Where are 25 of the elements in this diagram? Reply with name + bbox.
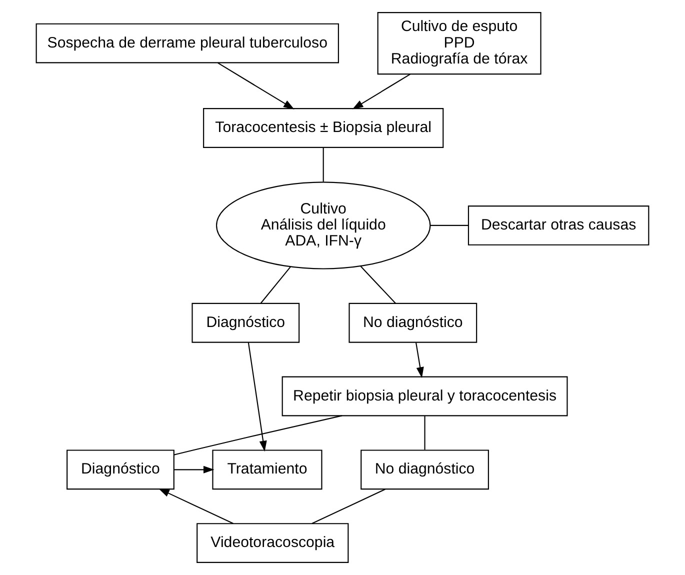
node-ellipse: Cultivo Análisis del líquido ADA, IFN-γ [216, 182, 431, 270]
connector [322, 147, 324, 182]
connector [260, 266, 291, 304]
connector [430, 224, 468, 226]
node-box: Videotoracoscopia [196, 523, 349, 563]
connector [424, 416, 426, 450]
node-box: Toracocentesis ± Biopsia pleural [203, 108, 444, 148]
arrow [352, 74, 410, 110]
arrow [416, 342, 424, 378]
node-box: Sospecha de derrame pleural tuberculoso [36, 23, 339, 64]
arrow [218, 62, 294, 110]
arrow [158, 488, 234, 524]
connector [174, 415, 342, 456]
node-box: Diagnóstico [192, 302, 300, 343]
node-box: Descartar otras causas [468, 205, 650, 246]
arrow [248, 342, 267, 452]
connector [360, 266, 396, 304]
node-box: Tratamiento [212, 450, 322, 490]
node-box: No diagnóstico [348, 302, 478, 343]
node-box: No diagnóstico [360, 450, 489, 490]
connector [312, 488, 386, 524]
node-box: Cultivo de esputo PPD Radiografía de tórax [377, 12, 542, 75]
node-box: Diagnóstico [66, 450, 174, 490]
node-box: Repetir biopsia pleural y toracocentesis [282, 376, 568, 416]
arrow [174, 466, 214, 474]
